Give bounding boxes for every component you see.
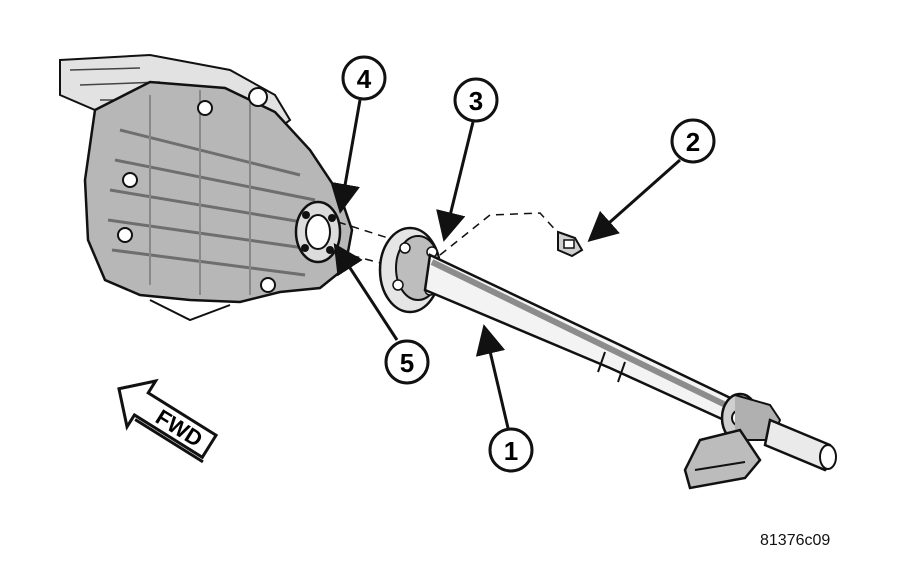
transmission-housing (59, 53, 354, 322)
fwd-direction-arrow: FWD (117, 378, 219, 464)
propeller-shaft (378, 226, 837, 490)
callout-4-label: 4 (357, 64, 372, 94)
callout-4: 4 (341, 55, 387, 101)
callout-2: 2 (670, 118, 716, 164)
callout-5-label: 5 (400, 348, 414, 378)
figure-code: 81376c09 (760, 532, 831, 549)
flange-bolt (557, 230, 584, 258)
callout-2-label: 2 (686, 127, 700, 157)
callout-3: 3 (453, 77, 499, 123)
callout-3-label: 3 (469, 86, 483, 116)
callout-1: 1 (488, 427, 534, 473)
callout-5: 5 (384, 339, 430, 385)
leader-arrows (330, 99, 681, 429)
callout-1-label: 1 (504, 436, 518, 466)
